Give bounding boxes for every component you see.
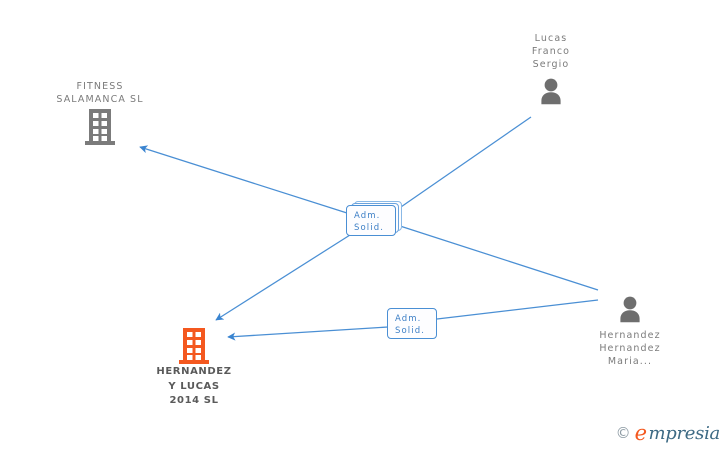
- edge-rel1-hernandezmaria: [399, 225, 599, 291]
- node-hernandez-hernandez-maria[interactable]: Hernandez Hernandez Maria...: [570, 289, 690, 368]
- node-label-hernandez-hernandez-maria: Hernandez Hernandez Maria...: [599, 330, 661, 367]
- copyright-icon: ©: [615, 424, 631, 442]
- node-lucas-franco-sergio[interactable]: Lucas Franco Sergio: [491, 32, 611, 111]
- edge-rel1-lucas: [397, 116, 532, 210]
- brand-initial: e: [634, 421, 647, 445]
- empresia-watermark: © e mpresia: [615, 421, 721, 445]
- person-icon[interactable]: [570, 289, 690, 329]
- node-hernandez-y-lucas-2014[interactable]: HERNANDEZ Y LUCAS 2014 SL: [114, 325, 274, 409]
- relation-label-adm-solid-2[interactable]: Adm. Solid.: [387, 308, 437, 339]
- node-fitness-salamanca[interactable]: FITNESS SALAMANCA SL: [20, 80, 180, 146]
- building-icon-focal[interactable]: [114, 325, 274, 365]
- edge-rel1-fitness: [139, 145, 348, 214]
- node-label-hernandez-y-lucas-2014: HERNANDEZ Y LUCAS 2014 SL: [156, 366, 232, 406]
- brand-name: mpresia: [648, 422, 721, 444]
- person-icon[interactable]: [491, 71, 611, 111]
- building-icon[interactable]: [20, 106, 180, 146]
- node-label-lucas-franco-sergio: Lucas Franco Sergio: [531, 33, 571, 70]
- node-label-fitness-salamanca: FITNESS SALAMANCA SL: [56, 81, 144, 105]
- edge-rel2-hernandezlucas: [227, 326, 389, 341]
- edge-rel1-hernandezlucas: [215, 234, 351, 321]
- edge-rel2-hernandezmaria: [436, 299, 599, 320]
- relation-label-adm-solid-1[interactable]: Adm. Solid.: [346, 205, 396, 236]
